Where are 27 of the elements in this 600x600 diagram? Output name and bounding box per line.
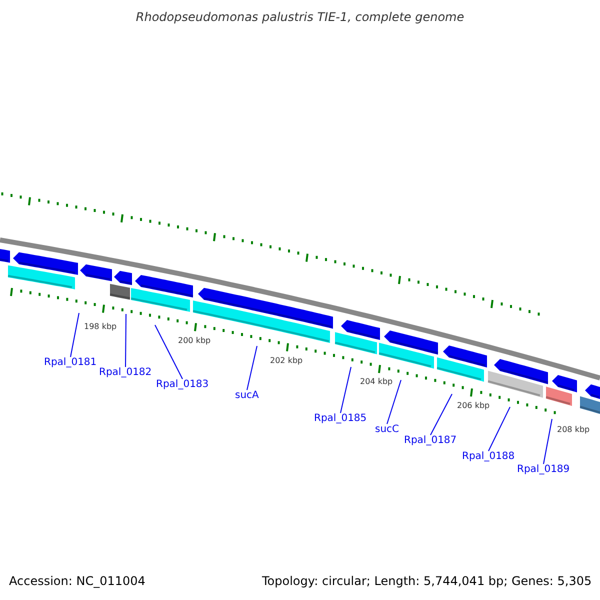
gene-label: Rpal_0188 [462,451,515,462]
scale-label: 202 kbp [270,356,303,365]
scale-label: 200 kbp [178,336,211,345]
footer-text: Topology: circular; Length: 5,744,041 bp; Genes: 5,305 [262,574,592,588]
leader-line [430,394,452,436]
gene-label: Rpal_0183 [156,379,209,390]
leader-line [154,324,183,380]
scale-label: 206 kbp [457,401,490,410]
title: Rhodopseudomonas palustris TIE-1, complete genome [134,10,466,24]
leader-line [125,314,126,368]
scale-label: 208 kbp [557,425,590,434]
leader-line [543,418,552,464]
scale-label: 204 kbp [360,377,393,386]
gene-label: Rpal_0189 [517,464,570,475]
gene-label: Rpal_0182 [99,367,152,378]
gene-label: Rpal_0181 [44,357,97,368]
gene-label: Rpal_0185 [314,413,367,424]
leader-line [488,406,510,452]
footer-text: Accession: NC_011004 [9,574,146,588]
leader-line [340,366,352,414]
leader-line [246,346,258,390]
gene-label: Rpal_0187 [404,435,457,446]
leader-line [386,380,402,424]
scale-label: 198 kbp [84,322,117,331]
gene-label: sucA [235,390,259,401]
gene-label: sucC [375,424,400,435]
leader-line [70,312,80,358]
